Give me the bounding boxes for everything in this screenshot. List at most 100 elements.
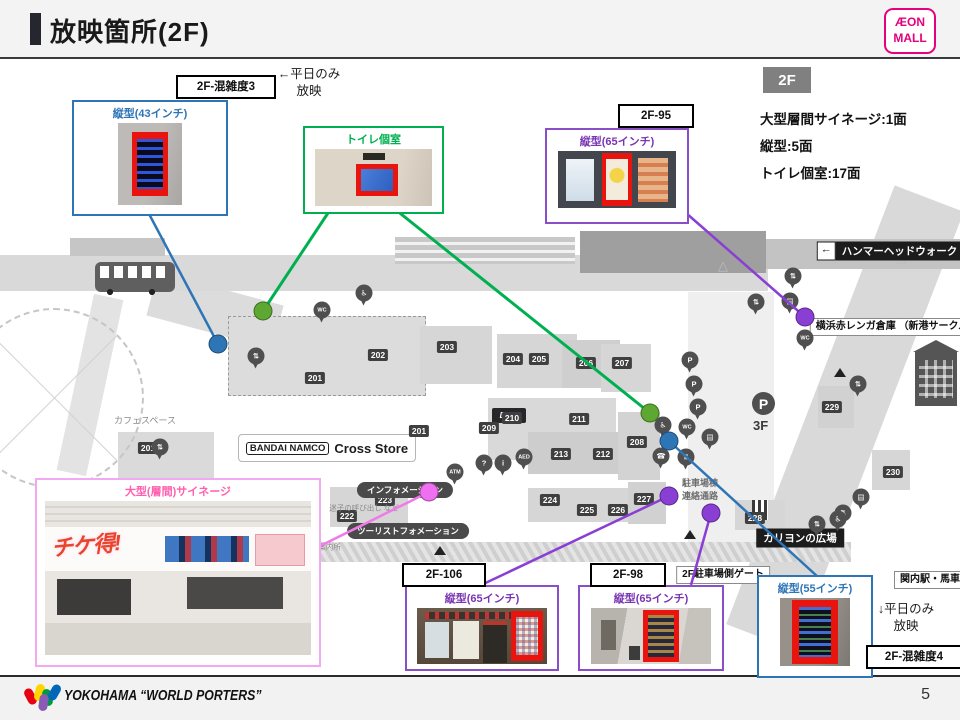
map-block [420, 326, 492, 384]
photo-part-banner: チケ得! [45, 527, 311, 572]
cross-store-text: Cross Store [334, 440, 409, 456]
page-title: 放映箇所(2F) [50, 17, 210, 47]
store-number: 208 [626, 436, 648, 448]
photo-part-scr [799, 607, 831, 657]
world-porters-logo-text: YOKOHAMA “WORLD PORTERS” [64, 687, 262, 704]
map-block [580, 231, 766, 273]
facility-pin-☎: ☎ [652, 447, 670, 469]
direction-triangle [834, 368, 846, 377]
photo-part-p2 [453, 621, 479, 659]
logo-bean [46, 682, 63, 703]
map-label: 横浜赤レンガ倉庫 （新港サークルウォーク [809, 318, 960, 336]
direction-triangle [684, 530, 696, 539]
store-number: 229 [821, 401, 843, 413]
store-number: 203 [436, 341, 458, 353]
signage-dot [419, 482, 439, 502]
facility-pin-▤: ▤ [781, 292, 799, 314]
location-tag: 2F-98 [590, 563, 666, 587]
signage-photo [118, 123, 182, 205]
store-number: 201 [408, 425, 430, 437]
store-number: 227 [633, 493, 655, 505]
map-label: ツーリストフォメーション [347, 523, 469, 539]
store-number: 204 [502, 353, 524, 365]
location-tag: 2F-混雑度4 [866, 645, 960, 669]
red-brick-warehouse-icon [913, 340, 959, 406]
store-number: 226 [607, 504, 629, 516]
map-label: インフォメーション [356, 482, 454, 498]
weekday-only-note: ↓平日のみ 放映 [877, 602, 935, 633]
warehouse-windows [919, 360, 953, 398]
callout-label: 縦型(65インチ) [579, 136, 655, 148]
facility-pin-⇅: ⇅ [677, 448, 695, 470]
title-accent-bar [30, 13, 41, 45]
photo-part-scene [45, 571, 311, 655]
photo-part-p1 [425, 622, 449, 658]
store-number: 206 [575, 357, 597, 369]
photo-part-band-top [45, 501, 311, 527]
callout-c43: 縦型(43インチ) [72, 100, 228, 216]
signage-dot [208, 334, 228, 354]
map-label: カフェスペース [114, 415, 176, 426]
facility-pin-WC: WC [678, 418, 696, 440]
facility-pin-♿: ♿ [355, 284, 373, 306]
bandai-namco-store-label: BANDAI NAMCO Cross Store [238, 434, 416, 462]
callout-label: 大型(層間)サイネージ [124, 486, 232, 498]
store-number: 211 [569, 413, 589, 425]
store-number: 224 [539, 494, 561, 506]
store-number: 213 [550, 448, 572, 460]
facility-pin-ATM: ATM [446, 463, 464, 485]
store-number: 225 [576, 504, 598, 516]
map-label: 2F駐車場側ゲート [676, 566, 770, 584]
facility-pin-WC: WC [796, 329, 814, 351]
facility-pin-⇅: ⇅ [247, 347, 265, 369]
facility-pin-⇅: ⇅ [784, 267, 802, 289]
map-label: 駐車場棟 連絡通路 [681, 478, 719, 501]
map-label: カリヨンの広場 [756, 528, 844, 548]
location-tag: 2F-混雑度3 [176, 75, 276, 99]
store-number: 212 [592, 448, 614, 460]
signage-counts: 大型層間サイネージ:1面 縦型:5面 トイレ個室:17面 [760, 112, 907, 181]
signage-photo [315, 149, 432, 206]
callout-label: 縦型(43インチ) [112, 108, 188, 120]
store-number: 202 [367, 349, 389, 361]
store-number: 205 [528, 353, 550, 365]
signage-dot [659, 486, 679, 506]
slide-header: 放映箇所(2F) ÆON MALL [0, 0, 960, 59]
hammerhead-walk-label: ← ハンマーヘッドウォーク [816, 241, 960, 261]
location-tag: 2F-95 [618, 104, 694, 128]
facility-pin-P: P [689, 398, 707, 420]
logo-bean [37, 693, 50, 712]
facility-pin-AED: AED [515, 448, 533, 470]
photo-part-scr [516, 617, 538, 655]
signage-photo [591, 608, 711, 664]
store-number: 207 [611, 357, 633, 369]
store-number: 201 [304, 372, 326, 384]
facility-pin-WC: WC [313, 301, 331, 323]
facility-pin-⇅: ⇅ [849, 375, 867, 397]
signage-dot [253, 301, 273, 321]
facility-pin-⇅: ⇅ [808, 515, 826, 537]
facility-pin-i: i [494, 454, 512, 476]
direction-triangle [434, 546, 446, 555]
callout-clarge: 大型(層間)サイネージチケ得! [35, 478, 321, 667]
facility-pin-P: P [681, 351, 699, 373]
store-number: 210 [501, 412, 523, 424]
signage-dot [659, 431, 679, 451]
photo-part-scr [606, 159, 628, 200]
floor-badge: 2F [763, 67, 811, 93]
weekday-only-note: ←平日のみ 放映 [277, 67, 341, 98]
banner-text: チケ得! [50, 530, 122, 561]
facility-pin-?: ? [475, 454, 493, 476]
signage-dot [701, 503, 721, 523]
store-number: 228 [744, 512, 766, 524]
signage-photo [780, 598, 850, 666]
callout-c65-95: 縦型(65インチ) [545, 128, 689, 224]
parking-icon: P [752, 392, 775, 415]
page-number: 5 [921, 686, 930, 703]
signage-photo: チケ得! [45, 501, 311, 655]
world-porters-logo-icon [22, 682, 63, 712]
signage-photo [558, 151, 676, 208]
facility-pin-▤: ▤ [701, 428, 719, 450]
callout-label: 縦型(65インチ) [613, 593, 689, 605]
